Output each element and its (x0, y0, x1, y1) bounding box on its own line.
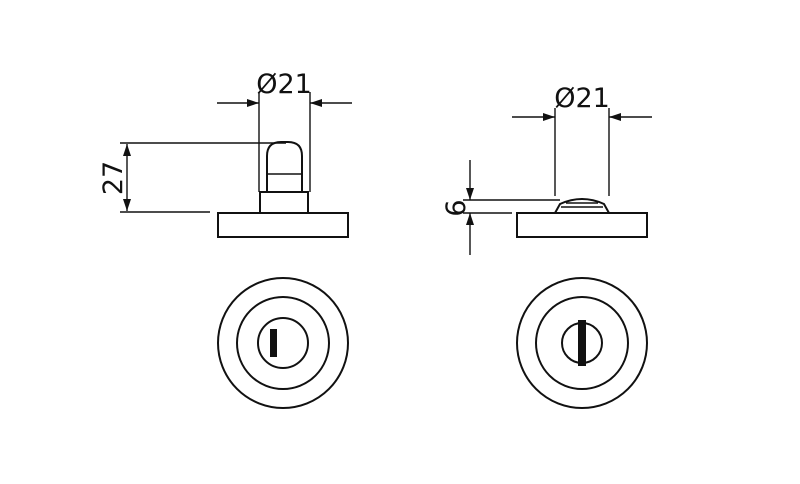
right-diameter-label: Ø21 (554, 83, 610, 114)
left-diameter-label: Ø21 (256, 69, 312, 100)
left-spindle-collar (259, 191, 309, 214)
right-rose-plate (516, 212, 648, 238)
left-turn-knob (266, 141, 303, 192)
left-knob-circle (257, 317, 309, 369)
right-height-label: 6 (441, 199, 472, 216)
left-indicator-bar (270, 329, 277, 357)
left-rose-inner (236, 296, 330, 390)
left-rose-plate (217, 212, 349, 238)
left-rose-outer (217, 277, 349, 409)
left-front-view (217, 277, 349, 409)
right-rose-inner (535, 296, 629, 390)
right-slot-bar (578, 320, 586, 366)
right-front-view (516, 277, 648, 409)
right-rose-outer (516, 277, 648, 409)
right-slot-head (554, 198, 610, 214)
left-side-view: Ø21 27 (98, 69, 352, 238)
left-height-label: 27 (98, 161, 129, 195)
right-side-view: Ø21 6 (441, 83, 652, 255)
